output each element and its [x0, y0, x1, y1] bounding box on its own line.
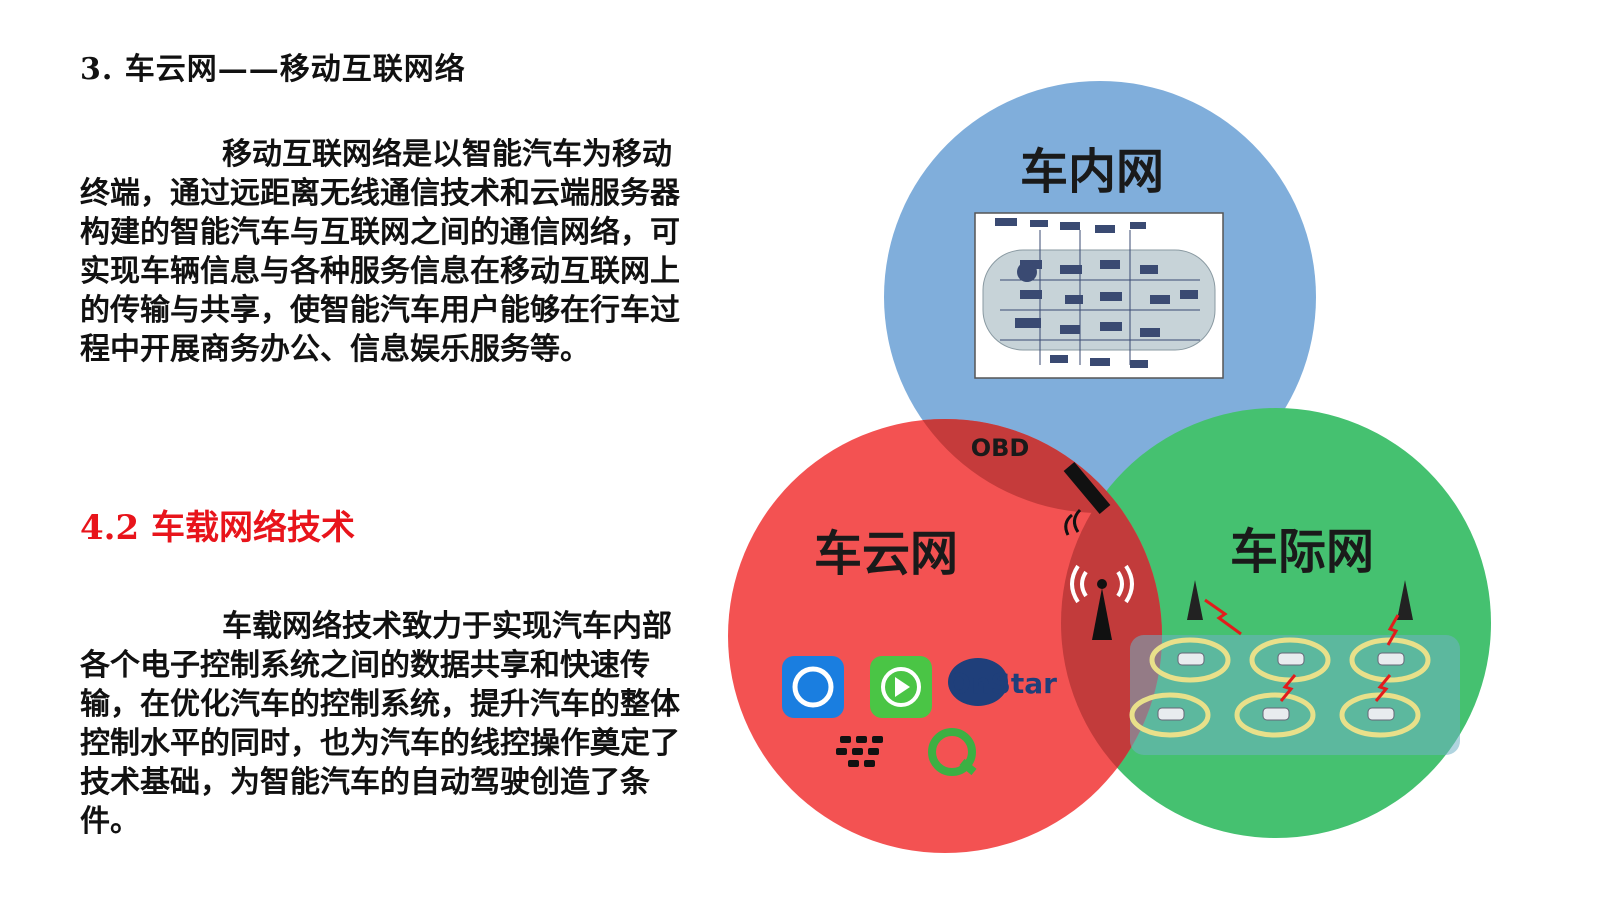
qq-app-icon: [928, 728, 977, 776]
cell-tower-icon: [1070, 564, 1134, 640]
v2v-road-schematic: [1129, 580, 1460, 755]
in-vehicle-schematic: [974, 212, 1224, 379]
section-4-2-heading: 4.2 车载网络技术: [80, 508, 355, 548]
baidu-carlife-icon: [782, 656, 844, 718]
in-vehicle-network-label: 车内网: [1020, 144, 1164, 200]
cloud-network-label: 车云网: [814, 526, 958, 582]
v2v-network-label: 车际网: [1230, 524, 1374, 580]
cloud-network-circle: [728, 419, 1162, 853]
obd-label: OBD: [971, 434, 1030, 462]
onstar-logo: [948, 658, 1008, 706]
onstar-label: OnStar: [947, 667, 1057, 700]
vehicle-network-venn-diagram: 车内网 车云网 车际网 OBD: [728, 81, 1491, 853]
satellite-icon: [1063, 462, 1111, 536]
cloud-app-icons: OnStar: [782, 656, 1057, 776]
section-4-2-paragraph: 车载网络技术致力于实现汽车内部各个电子控制系统之间的数据共享和快速传输，在优化汽…: [80, 609, 680, 839]
section-3-heading: 3. 车云网——移动互联网络: [80, 52, 466, 87]
blackberry-icon: [836, 736, 883, 767]
section-3-paragraph: 移动互联网络是以智能汽车为移动终端，通过远距离无线通信技术和云端服务器构建的智能…: [80, 137, 680, 367]
